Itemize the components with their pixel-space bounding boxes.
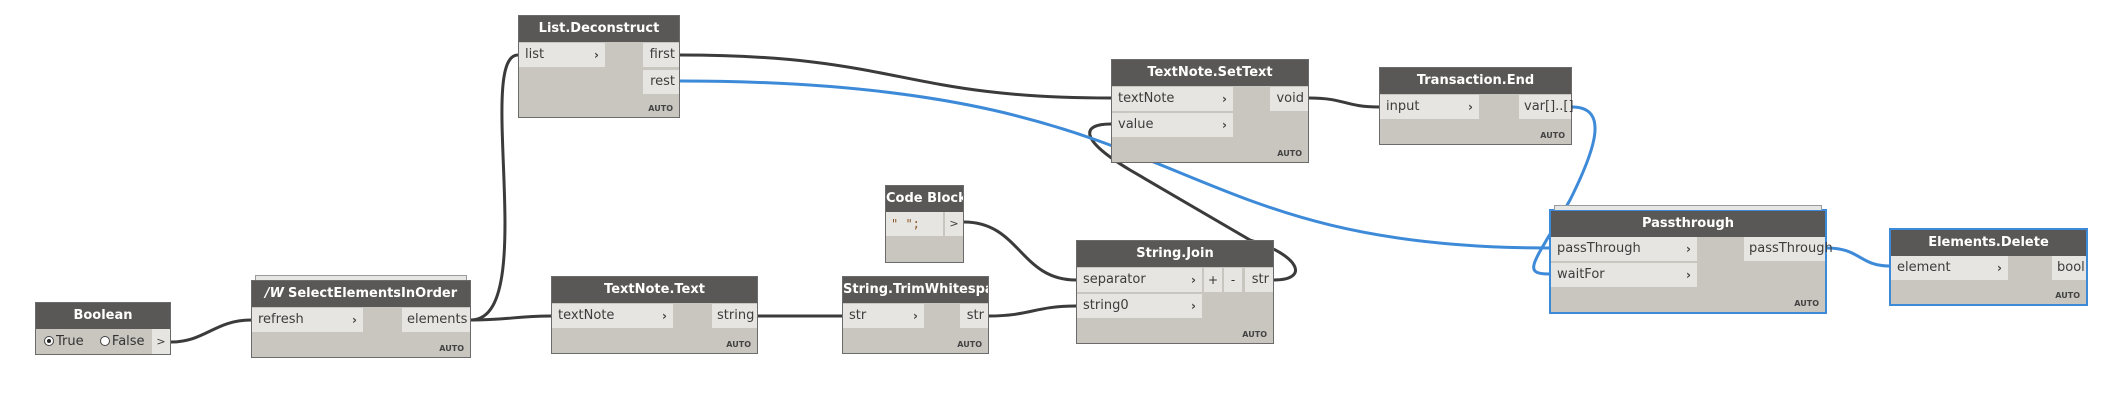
lacing-label: AUTO [957, 340, 982, 349]
wire-first-to-settext[interactable] [679, 53, 1112, 100]
node-title: List.Deconstruct [519, 16, 679, 42]
port-label: waitFor [1557, 267, 1605, 282]
chevron-right-icon: › [1222, 118, 1227, 132]
port-label: separator [1083, 272, 1146, 287]
output-port-first[interactable]: first [643, 43, 679, 67]
node-transaction-end[interactable]: Transaction.End input › var[]..[] AUTO [1379, 67, 1574, 145]
input-port-refresh[interactable]: refresh › [252, 308, 363, 332]
node-textnote-settext[interactable]: TextNote.SetText textNote › value › void A… [1111, 59, 1309, 163]
chevron-right-icon: › [1191, 299, 1196, 313]
output-port-string[interactable]: string [712, 304, 757, 328]
input-port-passthrough[interactable]: passThrough › [1551, 237, 1697, 261]
output-port-void[interactable]: void [1270, 87, 1308, 111]
chevron-right-icon: › [1686, 242, 1691, 256]
wire-elements-to-textnote-text[interactable] [470, 314, 552, 322]
output-port-str[interactable]: str [1245, 268, 1273, 292]
node-title: Elements.Delete [1891, 230, 2086, 256]
chevron-right-icon: › [662, 309, 667, 323]
port-label: input [1386, 99, 1420, 114]
lacing-label: AUTO [1540, 131, 1565, 140]
input-port-value[interactable]: value › [1112, 113, 1233, 137]
wire-transaction-to-waitfor[interactable] [1532, 105, 1597, 276]
input-port-textnote[interactable]: textNote › [1112, 87, 1233, 111]
wire-join-to-settext-value[interactable] [1088, 122, 1297, 282]
lacing-label: AUTO [726, 340, 751, 349]
wire-boolean-to-select[interactable] [170, 318, 252, 344]
node-passthrough[interactable]: Passthrough passThrough › waitFor › passTh… [1549, 205, 1833, 314]
output-port-var[interactable]: var[]..[] [1519, 95, 1574, 119]
input-port-str[interactable]: str › [843, 304, 924, 328]
node-title: Transaction.End [1380, 68, 1571, 94]
wire-passthrough-to-delete[interactable] [1826, 246, 1890, 268]
node-list-deconstruct[interactable]: List.Deconstruct list › first rest AUTO [518, 15, 680, 118]
node-string-trimwhitespace[interactable]: String.TrimWhitespace str › str AUTO [842, 276, 989, 354]
port-label: element [1897, 260, 1951, 275]
port-label: textNote [558, 308, 615, 323]
node-title-text: SelectElementsInOrder [287, 286, 458, 301]
port-label: value [1118, 117, 1154, 132]
port-label: refresh [258, 312, 304, 327]
chevron-right-icon: › [352, 313, 357, 327]
port-label: string0 [1083, 298, 1129, 313]
node-title: Passthrough [1551, 211, 1825, 237]
output-port-str[interactable]: str [960, 304, 988, 328]
chevron-right-icon: › [1468, 100, 1473, 114]
output-port[interactable]: > [945, 212, 963, 236]
lacing-label: AUTO [648, 104, 673, 113]
code-editor[interactable]: " "; [886, 212, 943, 236]
node-code-block[interactable]: Code Block " "; > [885, 185, 964, 263]
node-title: TextNote.Text [552, 277, 757, 303]
wire-elements-to-list[interactable] [470, 53, 519, 322]
port-label: textNote [1118, 91, 1175, 106]
output-port[interactable]: > [152, 329, 170, 354]
node-boolean[interactable]: Boolean True False > [35, 302, 171, 355]
remove-input-button[interactable]: - [1224, 268, 1242, 292]
input-port-string0[interactable]: string0 › [1077, 294, 1202, 318]
rhythm-icon: /W [264, 286, 284, 301]
output-port-rest[interactable]: rest [643, 70, 679, 94]
output-port-elements[interactable]: elements [402, 308, 470, 332]
output-port-passthrough[interactable]: passThrough [1744, 237, 1833, 261]
chevron-right-icon: › [1191, 273, 1196, 287]
lacing-label: AUTO [1277, 149, 1302, 158]
input-port-list[interactable]: list › [519, 43, 605, 67]
wire-rest-to-passthrough[interactable] [679, 79, 1550, 250]
input-port-waitfor[interactable]: waitFor › [1551, 263, 1697, 287]
lacing-label: AUTO [439, 344, 464, 353]
port-label: list [525, 47, 545, 62]
port-label: passThrough [1557, 241, 1641, 256]
input-port-textnote[interactable]: textNote › [552, 304, 673, 328]
chevron-right-icon: › [1686, 268, 1691, 282]
wire-trim-to-string0[interactable] [988, 304, 1077, 318]
input-port-separator[interactable]: separator › [1077, 268, 1202, 292]
node-title: String.Join [1077, 241, 1273, 267]
chevron-right-icon: › [1997, 261, 2002, 275]
chevron-right-icon: › [913, 309, 918, 323]
input-port-element[interactable]: element › [1891, 256, 2008, 280]
node-title: String.TrimWhitespace [843, 277, 988, 303]
input-port-input[interactable]: input › [1380, 95, 1479, 119]
lacing-label: AUTO [1794, 299, 1819, 308]
output-port-bool[interactable]: bool [2052, 256, 2086, 280]
add-input-button[interactable]: + [1204, 268, 1222, 292]
wire-codeblock-to-separator[interactable] [963, 220, 1077, 282]
node-title: Boolean [36, 303, 170, 329]
lacing-label: AUTO [2055, 291, 2080, 300]
radio-false[interactable] [99, 336, 110, 346]
port-label: str [849, 308, 867, 323]
chevron-right-icon: › [1222, 92, 1227, 106]
node-title: Code Block [886, 186, 963, 212]
node-title: TextNote.SetText [1112, 60, 1308, 86]
chevron-right-icon: › [594, 48, 599, 62]
node-textnote-text[interactable]: TextNote.Text textNote › string AUTO [551, 276, 758, 354]
lacing-label: AUTO [1242, 330, 1267, 339]
node-string-join[interactable]: String.Join separator› string0› + - str … [1076, 240, 1274, 344]
wire-void-to-input[interactable] [1308, 96, 1380, 109]
radio-false-label: False [111, 334, 145, 349]
radio-true-label: True [56, 334, 84, 349]
radio-true[interactable] [44, 336, 54, 346]
node-elements-delete[interactable]: Elements.Delete element › bool AUTO [1889, 228, 2088, 306]
